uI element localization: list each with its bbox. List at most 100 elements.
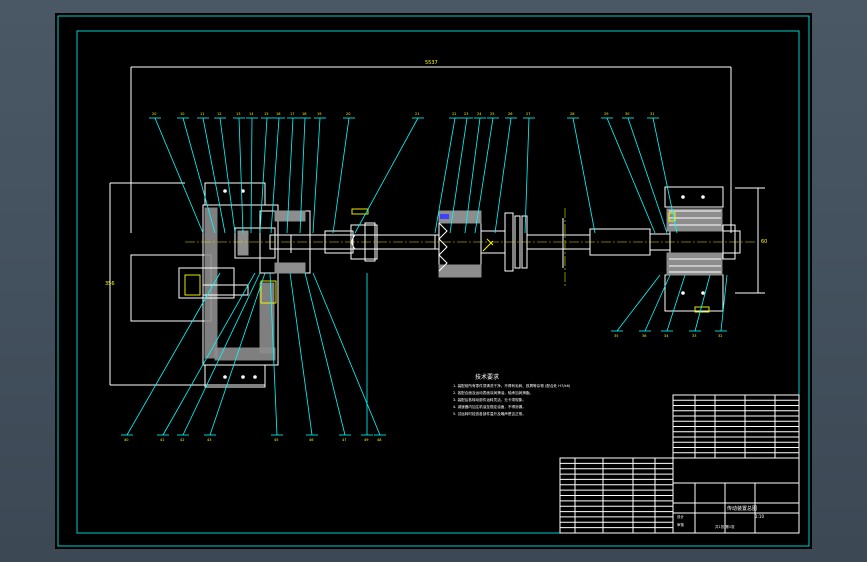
part-number: 42	[180, 438, 184, 442]
tech-req-line-5: 5. 试运转时检查各部件温升及噪声是否正常。	[453, 411, 526, 416]
leader-line	[354, 117, 419, 234]
leader-line	[449, 117, 468, 234]
part-number: 29	[604, 112, 608, 116]
leader-line	[616, 274, 661, 332]
leader-line	[434, 117, 456, 234]
leader-line	[162, 272, 256, 436]
part-number: 47	[342, 438, 346, 442]
overall-length-label: 5537	[425, 60, 438, 66]
part-number: 32	[718, 334, 722, 338]
leader-line	[464, 117, 481, 234]
left-bearing-housing	[234, 210, 311, 274]
leader-lines-top: 20 10 11 12 13 14 15 16 17 18 19 20 21 22 23 24 25 26 27 28…	[149, 112, 678, 234]
part-number: 20	[346, 112, 350, 116]
drawing-paper[interactable]: 5537 356 60	[55, 13, 812, 549]
part-number: 21	[415, 112, 419, 116]
part-number: 31	[650, 112, 654, 116]
outer-frame	[57, 15, 810, 547]
leader-line	[126, 272, 221, 436]
overall-dimension: 5537	[130, 60, 732, 233]
inner-frame	[76, 30, 800, 534]
part-number: 19	[317, 112, 321, 116]
left-height-label: 356	[105, 281, 115, 287]
tech-req-line-3: 3. 装配后各转动部件运转灵活，无卡滞现象。	[453, 397, 526, 402]
leader-lines-bottom: 40 41 42 43 45 46 47 48 49 35 36 34 33 32	[121, 272, 728, 442]
part-number: 15	[264, 112, 268, 116]
tech-req-title: 技术要求	[475, 373, 499, 381]
leader-line	[209, 272, 266, 436]
leader-line	[644, 274, 671, 332]
part-number: 36	[642, 334, 646, 338]
leader-line	[474, 117, 494, 234]
leader-line	[238, 117, 244, 234]
right-bearing-housing	[664, 186, 736, 313]
leader-line	[666, 274, 686, 332]
part-number: 11	[200, 112, 204, 116]
part-number: 33	[692, 334, 696, 338]
part-number: 17	[290, 112, 294, 116]
title-block: 传动装置总图 1:10 共1张 第1张 设计 审核	[559, 394, 800, 534]
part-number: 23	[464, 112, 468, 116]
leader-line	[606, 117, 656, 234]
part-number: 25	[490, 112, 494, 116]
leader-line	[182, 272, 261, 436]
part-number: 41	[160, 438, 164, 442]
part-number: 45	[274, 438, 278, 442]
reducer-housing	[178, 182, 279, 388]
leader-line	[694, 274, 711, 332]
part-number: 20	[152, 112, 156, 116]
leader-line	[627, 117, 668, 234]
designer-label: 设计	[677, 514, 685, 519]
part-number: 24	[477, 112, 482, 116]
part-number: 22	[452, 112, 456, 116]
leader-line	[269, 272, 278, 436]
part-number: 30	[625, 112, 629, 116]
part-number: 43	[207, 438, 211, 442]
part-number: 40	[124, 438, 128, 442]
leader-line	[572, 117, 596, 234]
part-number: 34	[664, 334, 669, 338]
left-height-dimension: 356	[105, 182, 265, 386]
part-number: 18	[302, 112, 306, 116]
spring-coupling	[438, 210, 505, 278]
leader-line	[312, 272, 381, 436]
part-number: 14	[249, 112, 254, 116]
leader-line	[259, 117, 268, 234]
leader-line	[182, 117, 216, 234]
leader-line	[720, 274, 728, 332]
right-height-label: 60	[761, 239, 767, 245]
part-number: 28	[570, 112, 574, 116]
motor-body	[130, 254, 212, 322]
leader-line	[652, 117, 678, 234]
leader-line	[286, 117, 294, 234]
part-number: 26	[508, 112, 512, 116]
part-number: 48	[377, 438, 381, 442]
part-number: 10	[180, 112, 184, 116]
tech-req-line-1: 1. 装配前所有零件须清洗干净，不得有毛刺、铁屑等杂物 (配合处 H7/k6)	[453, 383, 571, 388]
leader-line	[299, 117, 306, 234]
part-number: 13	[236, 112, 240, 116]
part-number: 27	[526, 112, 530, 116]
leader-line	[219, 117, 236, 234]
checker-label: 审核	[677, 522, 685, 527]
part-number: 12	[217, 112, 221, 116]
leader-line	[494, 117, 512, 234]
part-number: 46	[309, 438, 313, 442]
leader-line	[332, 117, 350, 234]
leader-line	[289, 272, 313, 436]
tech-req-line-4: 4. 减速器内加注机油至规定油面，不得渗漏。	[453, 404, 526, 409]
drawing-scale: 1:10	[755, 514, 764, 519]
cad-drawing: 5537 356 60	[57, 15, 810, 547]
leader-line	[304, 272, 346, 436]
leader-line	[250, 117, 253, 234]
leader-line	[270, 117, 280, 234]
leader-line	[154, 117, 204, 234]
leader-line	[312, 117, 321, 234]
tech-req-line-2: 2. 各配合面及运动表面涂润滑油，轴承加润滑脂。	[453, 390, 533, 395]
part-number: 16	[276, 112, 280, 116]
right-height-dimension: 60	[735, 187, 767, 294]
part-number: 35	[614, 334, 618, 338]
technical-requirements: 技术要求 1. 装配前所有零件须清洗干净，不得有毛刺、铁屑等杂物 (配合处 H7…	[453, 373, 571, 416]
part-number: 49	[364, 438, 368, 442]
